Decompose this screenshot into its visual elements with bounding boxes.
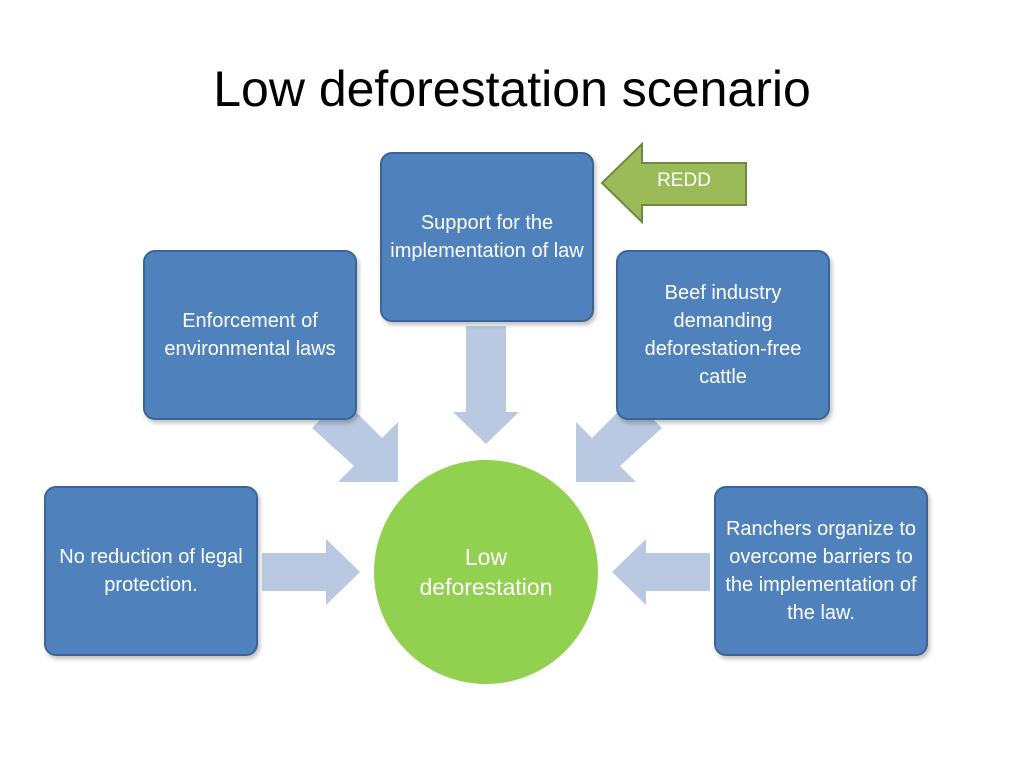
box-support-for-implementation: Support for the implementation of law bbox=[380, 152, 594, 322]
box-no-reduction-of-protection: No reduction of legal protection. bbox=[44, 486, 258, 656]
arrow-support-to-center bbox=[453, 326, 519, 444]
center-label: Low deforestation bbox=[419, 544, 553, 600]
box-support-label: Support for the implementation of law bbox=[390, 212, 584, 262]
box-ranchers-organize: Ranchers organize to overcome barriers t… bbox=[714, 486, 928, 656]
box-beef-industry: Beef industry demanding deforestation-fr… bbox=[616, 250, 830, 420]
arrow-no-reduction-to-center bbox=[262, 539, 360, 605]
box-enforcement-of-laws: Enforcement of environmental laws bbox=[143, 250, 357, 420]
box-beef-label: Beef industry demanding deforestation-fr… bbox=[644, 282, 802, 388]
redd-label: REDD bbox=[657, 170, 711, 191]
redd-arrow bbox=[600, 141, 747, 225]
arrow-ranchers-to-center bbox=[612, 539, 710, 605]
box-ranchers-label: Ranchers organize to overcome barriers t… bbox=[725, 518, 917, 624]
center-circle-low-deforestation: Low deforestation bbox=[374, 460, 598, 684]
slide-title: Low deforestation scenario bbox=[213, 61, 811, 117]
box-enforcement-label: Enforcement of environmental laws bbox=[164, 310, 336, 360]
box-no-reduction-label: No reduction of legal protection. bbox=[59, 546, 243, 596]
